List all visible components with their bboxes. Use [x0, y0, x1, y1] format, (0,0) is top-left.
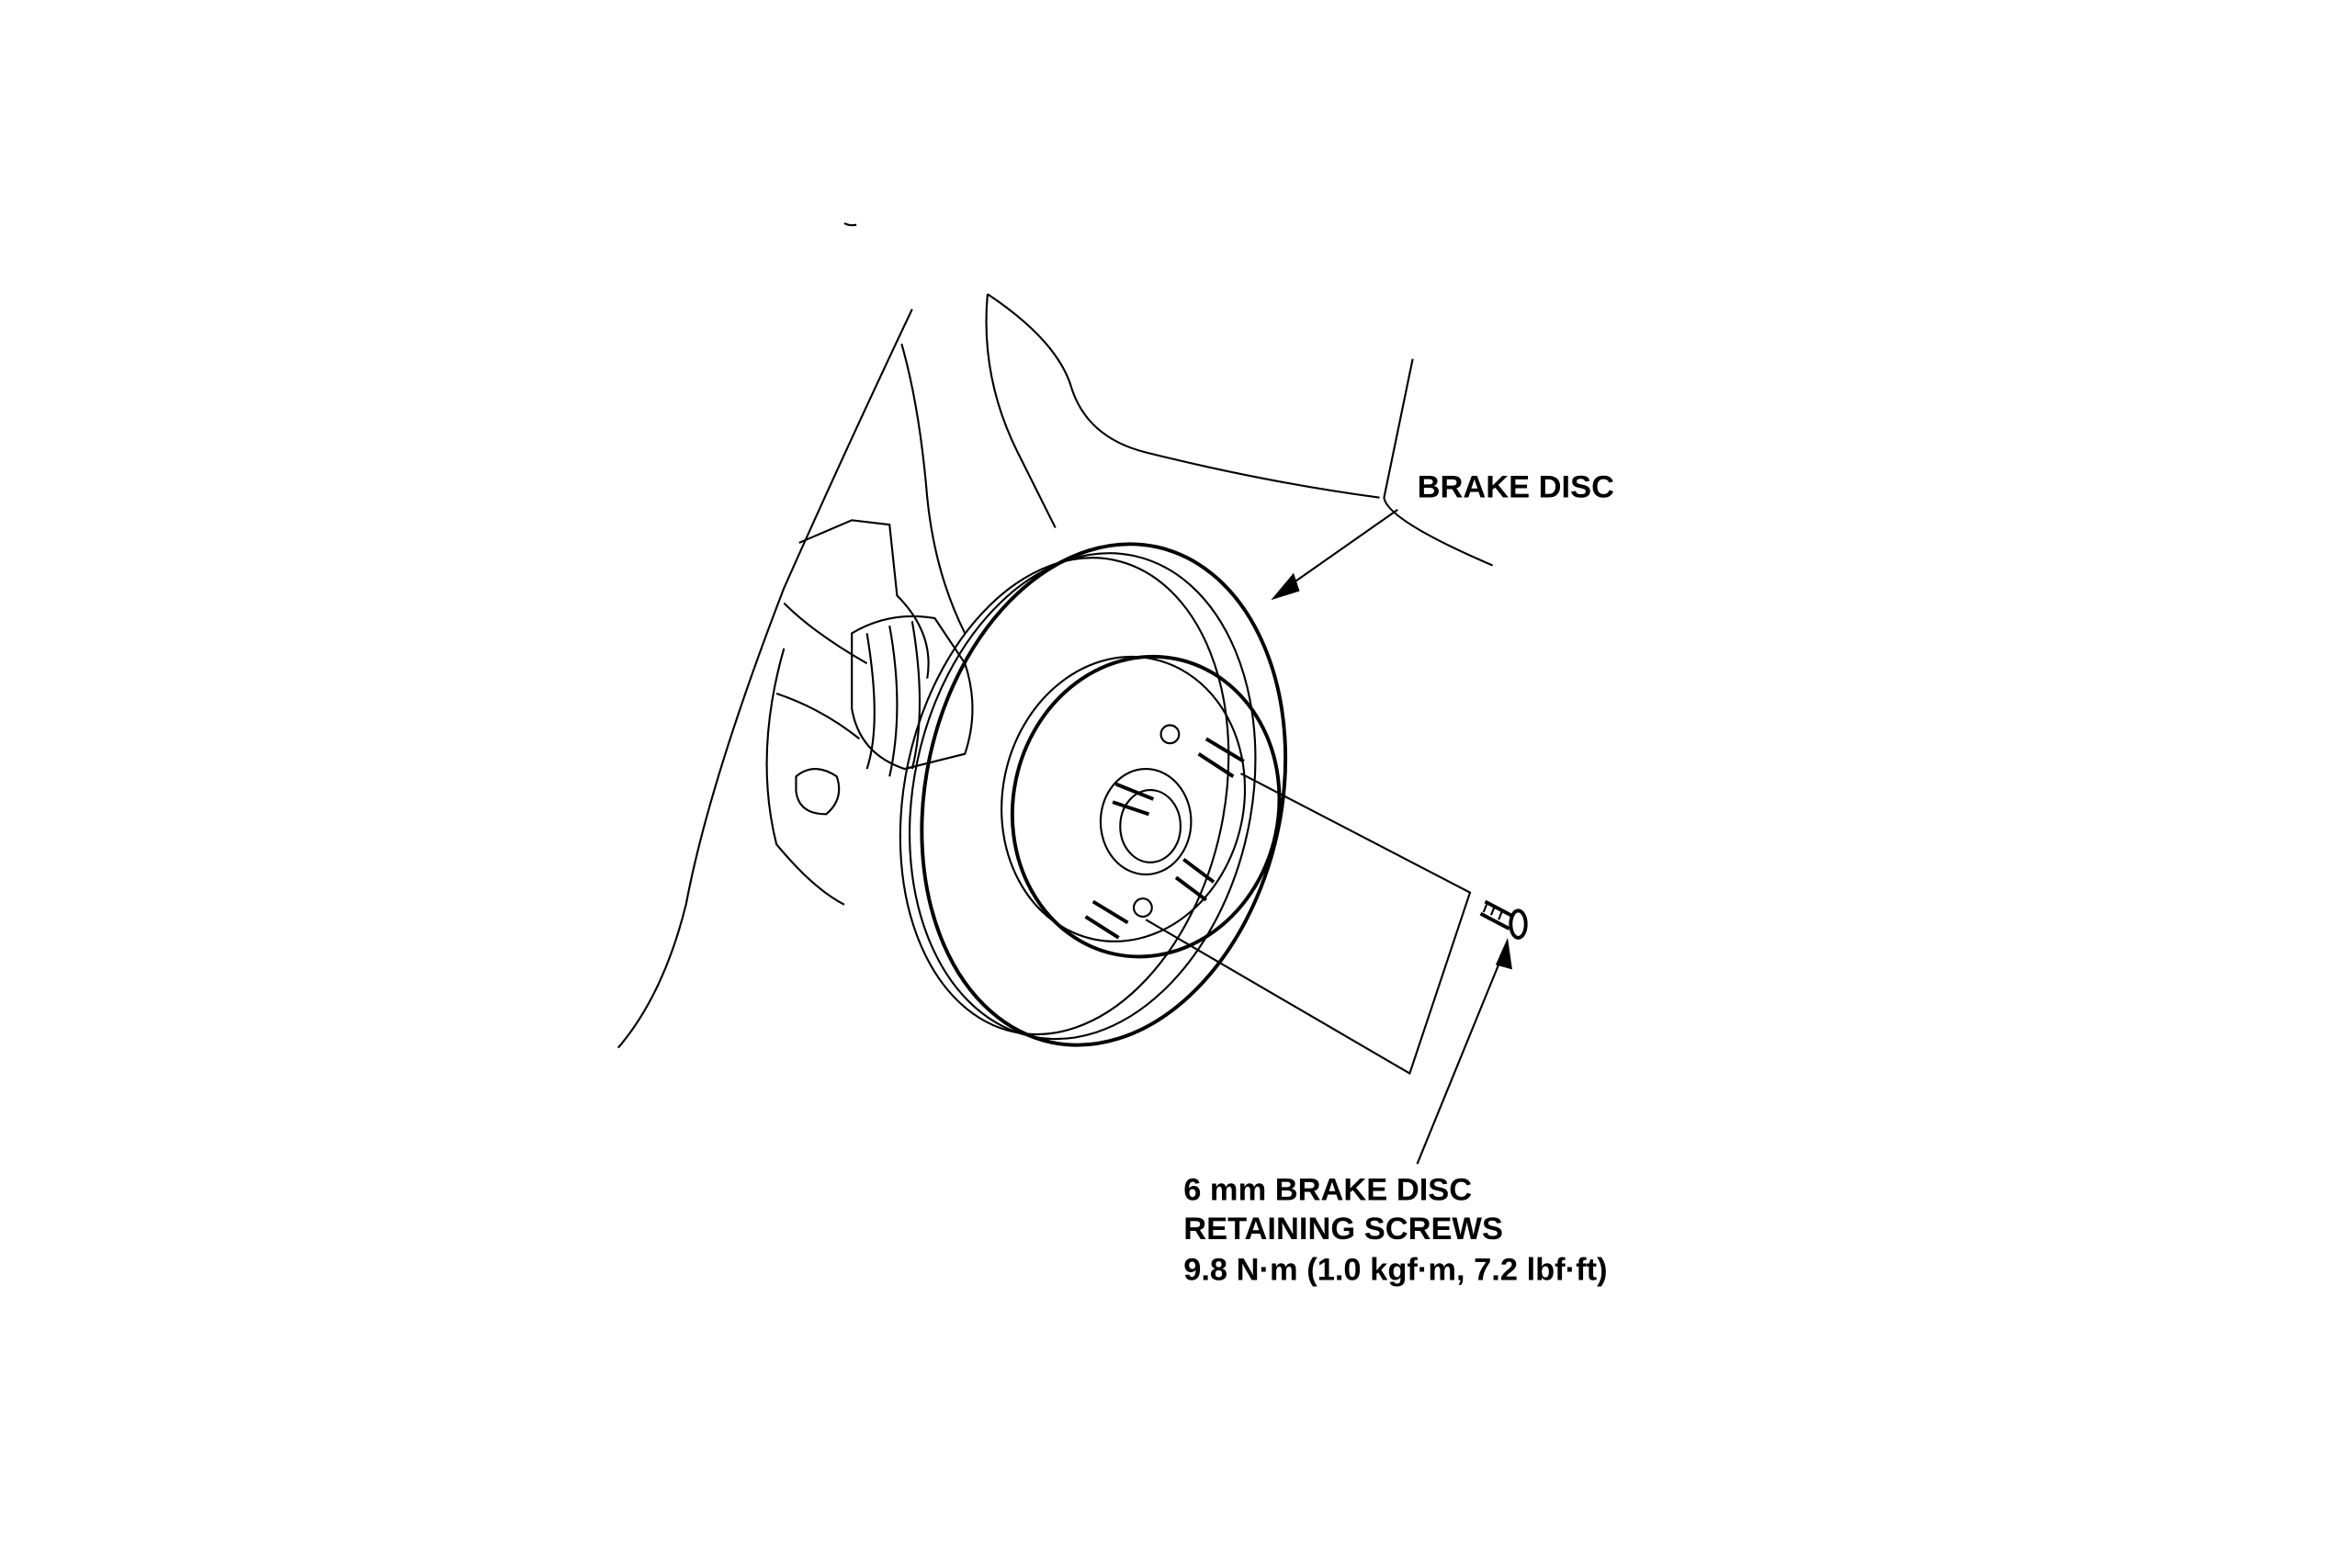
- suspension-linework: [617, 222, 1494, 1049]
- leader-lines: [1145, 508, 1512, 1165]
- brake-disc-label: BRAKE DISC: [1418, 470, 1614, 505]
- brake-disc: [899, 542, 1288, 1047]
- torque-spec: 9.8 N·m (1.0 kgf·m, 7.2 lbf·ft): [1183, 1252, 1607, 1287]
- hub-center: [1099, 768, 1193, 876]
- bolt-hole: [1132, 897, 1153, 918]
- arrowhead: [1495, 937, 1512, 970]
- arrowhead: [1271, 572, 1300, 601]
- wheel-stud: [1174, 857, 1216, 902]
- wheel-stud: [1112, 782, 1155, 817]
- retaining-screw: [1479, 899, 1528, 940]
- screws-label-line2: RETAINING SCREWS: [1183, 1212, 1503, 1247]
- wheel-stud: [1197, 737, 1245, 778]
- screws-label-line1: 6 mm BRAKE DISC: [1183, 1172, 1472, 1207]
- wheel-stud: [1084, 899, 1129, 940]
- bolt-hole: [1159, 724, 1181, 745]
